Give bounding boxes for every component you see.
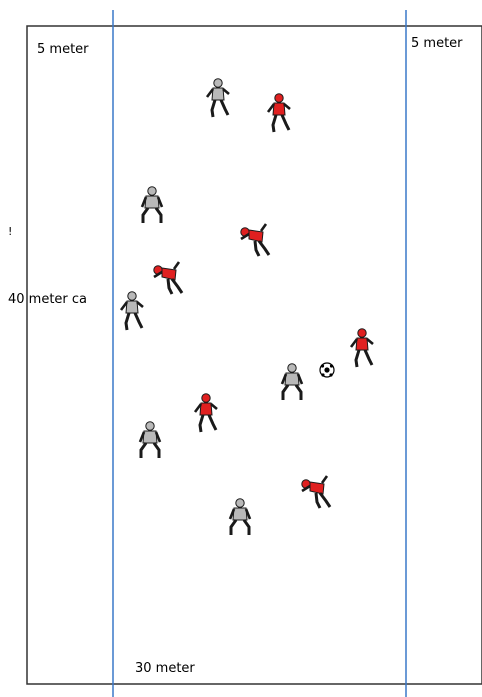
- player-red-1: [268, 94, 290, 132]
- player-grey-4: [282, 364, 302, 400]
- field-length-label: 40 meter ca: [8, 292, 87, 307]
- player-grey-6: [230, 499, 250, 535]
- field-width-label: 30 meter: [135, 661, 195, 676]
- player-grey-5: [140, 422, 160, 458]
- player-red-5: [195, 394, 217, 432]
- player-red-4: [351, 329, 373, 367]
- player-grey-1: [207, 79, 229, 117]
- player-red-3: [154, 262, 182, 294]
- player-red-2: [241, 224, 269, 256]
- field-boundary: [27, 26, 482, 684]
- stray-mark: !: [8, 224, 12, 239]
- player-red-6: [302, 476, 330, 508]
- left-zone-label: 5 meter: [37, 42, 89, 57]
- player-grey-2: [142, 187, 162, 223]
- right-zone-label: 5 meter: [411, 36, 463, 51]
- player-grey-3: [121, 292, 143, 330]
- soccer-ball-icon: [320, 363, 334, 377]
